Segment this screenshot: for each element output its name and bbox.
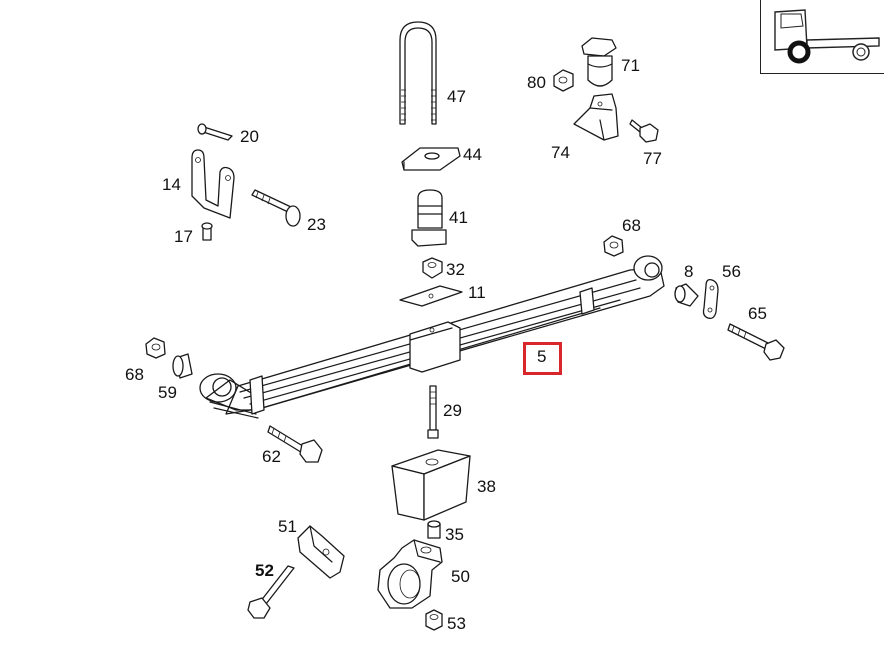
part-50-saddle-clamp[interactable] xyxy=(377,539,443,609)
label-52[interactable]: 52 xyxy=(255,561,274,580)
part-47-u-bolt[interactable] xyxy=(399,21,437,125)
part-68-nut-left[interactable] xyxy=(145,337,166,359)
label-44[interactable]: 44 xyxy=(463,145,482,164)
label-17[interactable]: 17 xyxy=(174,227,193,246)
truck-side-icon xyxy=(774,9,880,64)
label-20[interactable]: 20 xyxy=(240,127,259,146)
label-32[interactable]: 32 xyxy=(446,260,465,279)
part-74-bracket[interactable] xyxy=(573,93,619,141)
part-35-sleeve[interactable] xyxy=(427,520,441,539)
label-5[interactable]: 5 xyxy=(537,347,547,366)
part-52-bolt[interactable] xyxy=(247,565,295,619)
part-51-bracket[interactable] xyxy=(297,525,345,579)
part-53-nut[interactable] xyxy=(425,609,443,631)
label-56[interactable]: 56 xyxy=(722,262,741,281)
part-71-rubber-buffer[interactable] xyxy=(581,37,617,87)
part-56-shackle-link[interactable] xyxy=(702,278,719,320)
label-71[interactable]: 71 xyxy=(621,56,640,75)
part-77-bolt[interactable] xyxy=(629,119,659,143)
label-41[interactable]: 41 xyxy=(449,208,468,227)
label-50[interactable]: 50 xyxy=(451,567,470,586)
part-5-leaf-spring[interactable] xyxy=(199,255,665,419)
part-65-bolt[interactable] xyxy=(727,323,785,361)
label-65[interactable]: 65 xyxy=(748,304,767,323)
label-77[interactable]: 77 xyxy=(643,149,662,168)
part-80-nut[interactable] xyxy=(553,69,574,92)
part-41-bump-stop[interactable] xyxy=(411,189,447,247)
part-32-nut[interactable] xyxy=(422,257,443,279)
label-29[interactable]: 29 xyxy=(443,401,462,420)
label-62[interactable]: 62 xyxy=(262,447,281,466)
label-14[interactable]: 14 xyxy=(162,175,181,194)
part-59-bushing[interactable] xyxy=(172,353,193,379)
part-20-pin[interactable] xyxy=(197,123,233,141)
vehicle-thumbnail xyxy=(760,0,884,74)
label-74[interactable]: 74 xyxy=(551,143,570,162)
label-80[interactable]: 80 xyxy=(527,73,546,92)
part-17-bolt[interactable] xyxy=(201,222,213,241)
label-8[interactable]: 8 xyxy=(684,262,694,281)
label-68-left[interactable]: 68 xyxy=(125,365,144,384)
part-62-bolt[interactable] xyxy=(267,425,323,463)
label-53[interactable]: 53 xyxy=(447,614,466,633)
part-11-shim-plate[interactable] xyxy=(399,285,463,307)
part-44-clamp-plate[interactable] xyxy=(401,147,461,171)
part-23-bolt[interactable] xyxy=(251,189,301,227)
label-11[interactable]: 11 xyxy=(468,283,486,302)
label-59[interactable]: 59 xyxy=(158,383,177,402)
part-14-bracket[interactable] xyxy=(191,149,235,219)
label-51[interactable]: 51 xyxy=(278,517,297,536)
label-47[interactable]: 47 xyxy=(447,87,466,106)
label-35[interactable]: 35 xyxy=(445,525,464,544)
part-68-nut-right[interactable] xyxy=(603,235,624,257)
part-38-spacer-block[interactable] xyxy=(391,449,471,521)
label-38[interactable]: 38 xyxy=(477,477,496,496)
part-8-bushing[interactable] xyxy=(674,283,699,307)
label-68-right[interactable]: 68 xyxy=(622,216,641,235)
selected-part-highlight[interactable] xyxy=(523,342,562,375)
part-29-bolt[interactable] xyxy=(427,385,439,439)
label-23[interactable]: 23 xyxy=(307,215,326,234)
